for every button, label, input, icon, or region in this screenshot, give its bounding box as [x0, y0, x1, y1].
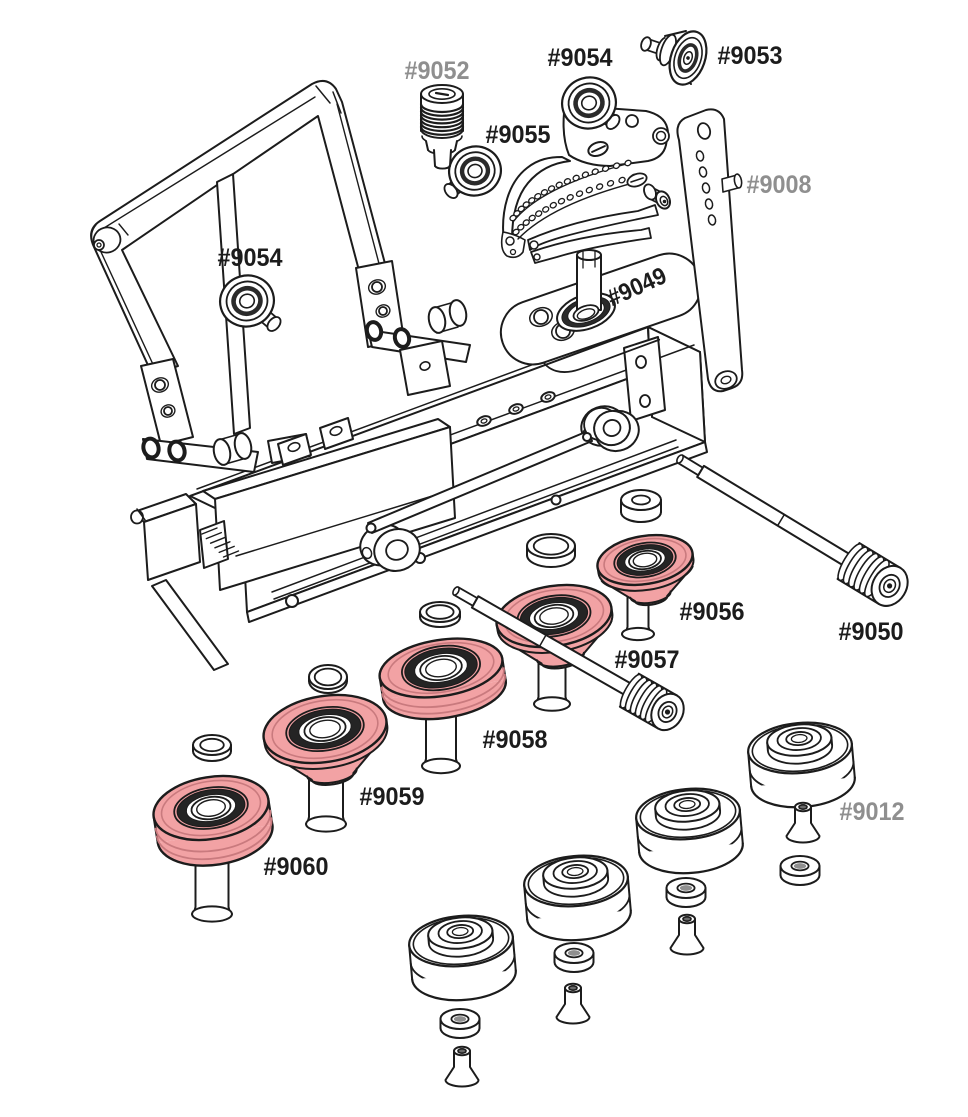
svg-text:#9058: #9058	[483, 726, 548, 754]
svg-text:#9055: #9055	[486, 121, 551, 149]
svg-text:#9050: #9050	[839, 618, 904, 646]
svg-text:#9054: #9054	[548, 44, 613, 72]
svg-text:#9008: #9008	[747, 171, 812, 199]
svg-text:#9012: #9012	[840, 798, 905, 826]
svg-text:#9052: #9052	[405, 57, 470, 85]
svg-text:#9053: #9053	[718, 42, 783, 70]
svg-text:#9054: #9054	[218, 244, 283, 272]
svg-text:#9060: #9060	[264, 853, 329, 881]
svg-text:#9059: #9059	[360, 783, 425, 811]
svg-text:#9056: #9056	[680, 598, 745, 626]
svg-text:#9057: #9057	[615, 646, 680, 674]
